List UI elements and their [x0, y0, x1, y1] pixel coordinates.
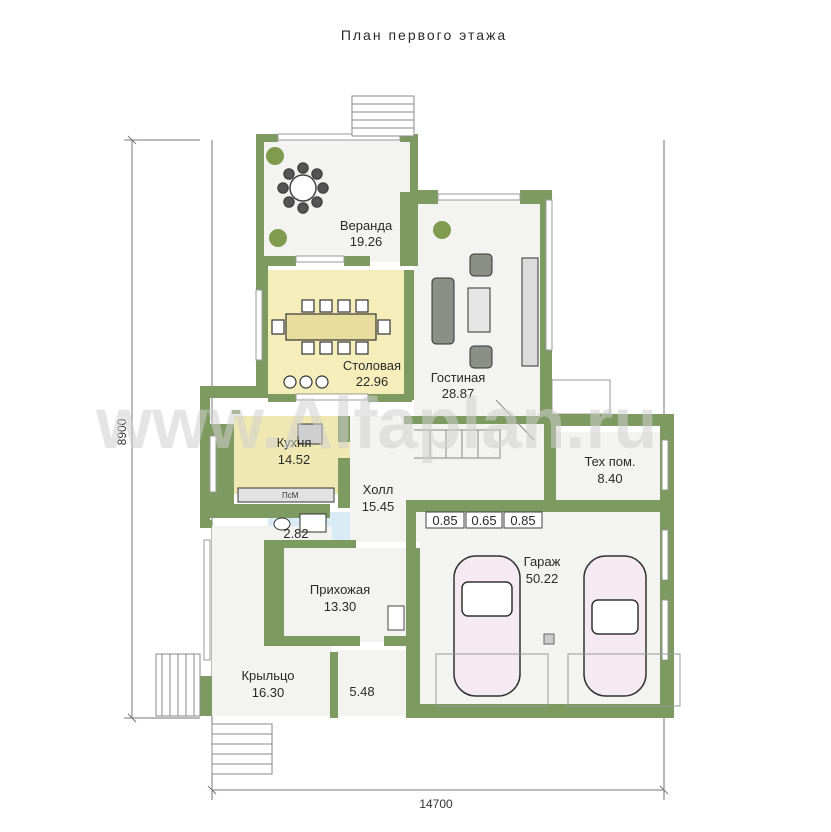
- toilet-icon: [273, 513, 327, 533]
- hallway-name: Прихожая: [310, 582, 370, 597]
- dining-area: 22.96: [356, 374, 389, 389]
- porch-name: Крыльцо: [241, 668, 294, 683]
- living-name: Гостиная: [431, 370, 486, 385]
- kitchen-counter: [237, 423, 335, 503]
- hall-area: 15.45: [362, 499, 395, 514]
- kitchen-area: 14.52: [278, 452, 311, 467]
- dimension-height: 8900: [115, 418, 129, 445]
- wc-area: 2.82: [283, 526, 308, 541]
- car-icon-left: [453, 555, 521, 697]
- storage-area: 5.48: [349, 684, 374, 699]
- kitchen-floor: [234, 416, 350, 494]
- furniture: ПсМ: [237, 147, 681, 707]
- appliance-label: ПсМ: [282, 491, 299, 500]
- veranda-area: 19.26: [350, 234, 383, 249]
- closet-1-area: 0.85: [432, 513, 457, 528]
- stairs: [155, 95, 535, 775]
- closets: [425, 511, 543, 529]
- tech-name: Тех пом.: [584, 454, 635, 469]
- porch-area: 16.30: [252, 685, 285, 700]
- hallway-cabinet: [387, 605, 405, 631]
- watermark: www.Alfaplan.ru: [95, 384, 657, 464]
- closet-3-area: 0.85: [510, 513, 535, 528]
- dining-name: Столовая: [343, 358, 401, 373]
- veranda-table: [277, 162, 329, 214]
- living-area: 28.87: [442, 386, 475, 401]
- hallway-area: 13.30: [324, 599, 357, 614]
- room-labels: Веранда 19.26 Столовая 22.96 Гостиная 28…: [241, 218, 635, 700]
- garage-name: Гараж: [524, 554, 561, 569]
- plant-icon: [266, 147, 451, 247]
- car-icon-right: [583, 555, 647, 697]
- garage-area: 50.22: [526, 571, 559, 586]
- veranda-name: Веранда: [340, 218, 393, 233]
- hall-name: Холл: [363, 482, 394, 497]
- sofa-set: [431, 253, 539, 369]
- dining-table: [271, 299, 391, 389]
- kitchen-name: Кухня: [277, 435, 312, 450]
- closet-2-area: 0.65: [471, 513, 496, 528]
- windows: [203, 133, 669, 661]
- plan-title: План первого этажа: [341, 27, 507, 43]
- tech-area: 8.40: [597, 471, 622, 486]
- dimension-width: 14700: [419, 797, 453, 811]
